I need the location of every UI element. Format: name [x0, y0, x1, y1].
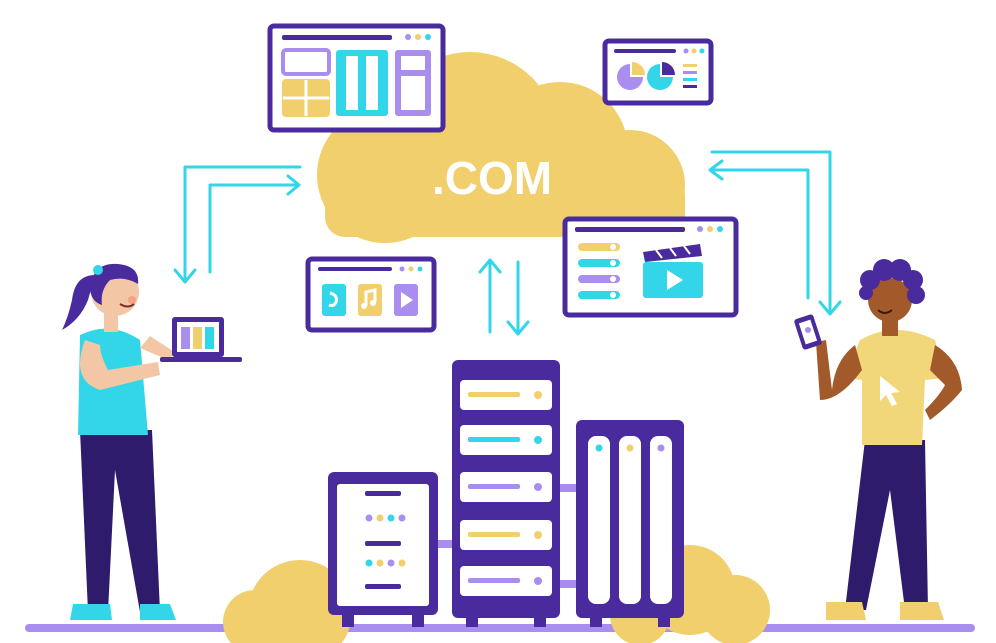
server-rack-center [452, 360, 560, 627]
server-rack-left [328, 472, 438, 627]
rack-connectors [438, 484, 576, 588]
cursor-arrow-icon [880, 376, 900, 406]
man-with-phone [794, 259, 962, 620]
analytics-window [602, 38, 714, 106]
pie-chart-icon [617, 62, 697, 90]
ground-line [25, 624, 975, 632]
settings-list [578, 243, 620, 299]
media-window [305, 256, 437, 333]
cloud-label: .COM [432, 152, 552, 204]
dashboard-window [267, 23, 446, 133]
video-player-icon [643, 244, 703, 298]
data-flow-arrows [173, 150, 842, 336]
server-rack-right [576, 420, 684, 627]
dashboard-layout-icon [281, 48, 431, 117]
media-controls-icon [322, 284, 418, 316]
woman-with-laptop [62, 263, 242, 620]
curly-hair [859, 259, 925, 304]
video-window [562, 216, 739, 318]
